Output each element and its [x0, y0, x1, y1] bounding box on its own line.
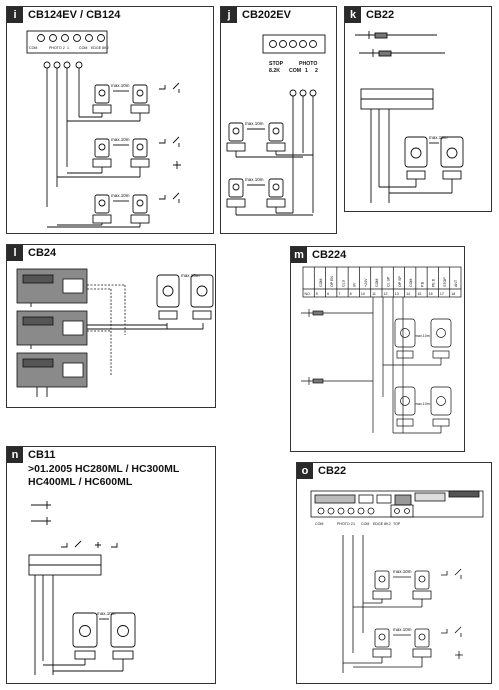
terminal-label-photo: PHOTO 2	[49, 46, 65, 50]
panel-k-badge: k	[345, 7, 361, 23]
panel-l-header: l CB24	[7, 245, 56, 261]
terminal-label-com: COM	[289, 68, 301, 74]
panel-l-diagram: max.10m	[16, 268, 214, 397]
panel-l-badge: l	[7, 245, 23, 261]
panel-j-header: j CB202EV	[221, 7, 291, 23]
terminal-label-com: COM	[29, 46, 37, 50]
terminal-label-com: COM	[315, 522, 323, 526]
panel-j-title: CB202EV	[242, 9, 291, 21]
terminal-column-label: ANT	[454, 279, 458, 287]
max-distance-label: max.10m	[245, 121, 264, 126]
terminal-number: 18	[451, 292, 455, 296]
panel-n-diagram: max.10m	[28, 501, 136, 675]
panel-k-diagram: max.10m	[355, 31, 464, 203]
panel-m: m CB224 NO. 5 COM 6 OP EN 7 CLS 8 0V 10 +24V 11 COM 1…	[290, 246, 465, 452]
panel-o-header: o CB22	[297, 463, 346, 479]
panel-k-title: CB22	[366, 9, 395, 21]
terminal-column-label: COM	[319, 279, 323, 287]
terminal-column-label: 0V	[353, 282, 357, 287]
terminal-column-label: P.B	[420, 281, 424, 287]
panel-j-diagram: STOP PHOTO 8.2K COM 1 2 max.10m max.10m	[226, 34, 326, 216]
terminal-label-1: 1	[67, 46, 69, 50]
terminal-number: 11	[372, 292, 376, 296]
panel-n-title: CB11	[28, 449, 56, 461]
max-distance-label: max.10m	[393, 569, 412, 574]
terminal-column-label: COM	[409, 279, 413, 287]
panel-i-diagram: COM PHOTO 2 1 COM EDGE 8K2 max.10m max.1…	[26, 30, 181, 228]
panel-o-badge: o	[297, 463, 313, 479]
panel-k-header: k CB22	[345, 7, 394, 23]
max-distance-label: max.10m	[393, 627, 412, 632]
panel-n-badge: n	[7, 447, 23, 463]
max-distance-label: max.10m	[429, 135, 448, 140]
panel-i-badge: i	[7, 7, 23, 23]
terminal-number: 13	[395, 292, 399, 296]
terminal-label-stop: STOP	[269, 61, 284, 67]
terminal-column-label: CL SP	[387, 276, 391, 287]
terminal-label-8k2: 8.2K	[269, 68, 280, 74]
terminal-label-1: 1	[305, 68, 308, 74]
max-distance-label: max.10m	[415, 334, 430, 338]
panel-i-header: i CB124EV / CB124	[7, 7, 120, 23]
terminal-column-label: STOP	[443, 277, 447, 287]
panel-n-header: n CB11	[7, 447, 56, 463]
max-distance-label: max.10m	[415, 402, 430, 406]
max-distance-label: max.10m	[111, 83, 130, 88]
terminal-number: 14	[406, 292, 410, 296]
terminal-label-edge: EDGE 8K2	[373, 522, 391, 526]
panel-o-title: CB22	[318, 465, 347, 477]
terminal-column-label: PE D	[432, 278, 436, 287]
panel-l: l CB24 max.10m	[6, 244, 216, 408]
panel-n-subtitle-2: HC400ML / HC600ML	[28, 476, 133, 488]
terminal-column-label: CLS	[341, 279, 345, 287]
max-distance-label: max.10m	[111, 137, 130, 142]
terminal-number: 5	[316, 292, 318, 296]
terminal-column-label: +24V	[364, 278, 368, 287]
panel-k: k CB22 max.10m	[344, 6, 492, 212]
terminal-column-label: OP EN	[330, 275, 334, 287]
terminal-number: 8	[350, 292, 352, 296]
terminal-label-1: 1	[353, 522, 355, 526]
panel-j: j CB202EV STOP PHOTO 8.2K C	[220, 6, 337, 234]
max-distance-label: max.10m	[111, 193, 130, 198]
terminal-number: 7	[338, 292, 340, 296]
terminal-label-2: 2	[315, 68, 318, 74]
panel-i-title: CB124EV / CB124	[28, 9, 121, 21]
terminal-label-photo: PHOTO 2	[337, 522, 353, 526]
max-distance-label: max.10m	[181, 273, 200, 278]
terminal-number: 12	[384, 292, 388, 296]
terminal-number: 6	[327, 292, 329, 296]
max-distance-label: max.10m	[97, 611, 116, 616]
terminal-number: 10	[361, 292, 365, 296]
panel-m-header: m CB224	[291, 247, 346, 263]
panel-o: o CB22 COM PHOTO 2	[296, 462, 492, 684]
panel-j-badge: j	[221, 7, 237, 23]
panel-l-title: CB24	[28, 247, 57, 259]
terminal-number: NO.	[305, 292, 311, 296]
terminal-label-com2: COM	[361, 522, 369, 526]
panel-m-title: CB224	[312, 249, 347, 261]
terminal-label-photo: PHOTO	[299, 61, 317, 67]
terminal-number: 16	[429, 292, 433, 296]
terminal-number: 17	[440, 292, 444, 296]
terminal-label-edge: EDGE 8K2	[91, 46, 109, 50]
panel-i: i CB124EV / CB124	[6, 6, 214, 234]
panel-o-diagram: COM PHOTO 2 1 COM EDGE 8K2 TOP max.10m m…	[310, 490, 484, 673]
terminal-column-label: COM	[375, 279, 379, 287]
terminal-number: 15	[417, 292, 421, 296]
max-distance-label: max.10m	[245, 177, 264, 182]
terminal-label-com2: COM	[79, 46, 87, 50]
panel-n: n CB11 >01.2005 HC280ML / HC300ML HC400M…	[6, 446, 216, 684]
panel-n-subtitle-1: >01.2005 HC280ML / HC300ML	[28, 463, 180, 475]
panel-m-badge: m	[291, 247, 307, 263]
panel-m-diagram: NO. 5 COM 6 OP EN 7 CLS 8 0V 10 +24V 11 COM 12 CL SP 13…	[301, 266, 462, 434]
terminal-label-top: TOP	[393, 522, 401, 526]
terminal-column-label: OP SP	[398, 275, 402, 287]
